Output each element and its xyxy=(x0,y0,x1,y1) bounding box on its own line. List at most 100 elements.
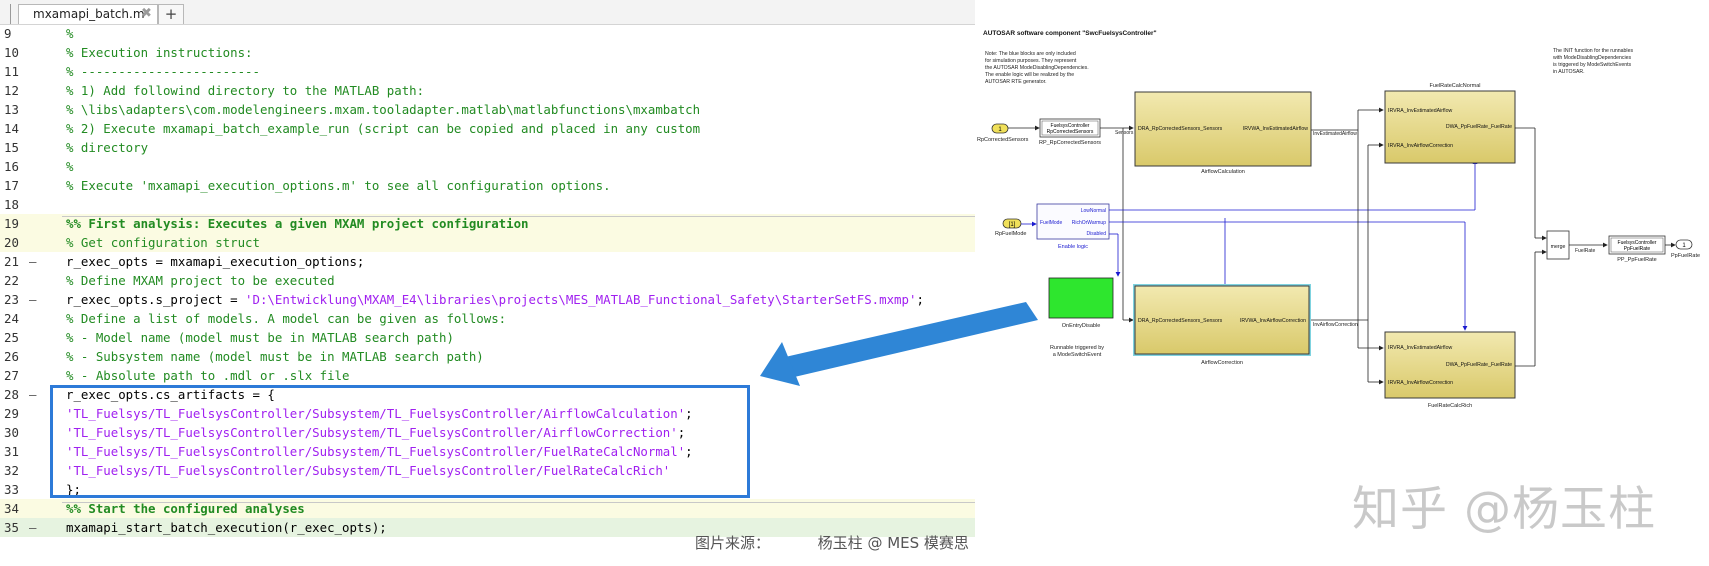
code-line[interactable]: 29 'TL_Fuelsys/TL_FuelsysController/Subsy… xyxy=(0,404,975,423)
note-left-4: The enable logic will be realized by the xyxy=(985,72,1074,78)
code-line[interactable]: 15% directory xyxy=(0,138,975,157)
tab-mxamapi-batch[interactable]: mxamapi_batch.m ✖ xyxy=(18,4,158,24)
code-text[interactable]: % - Model name (model must be in MATLAB … xyxy=(66,330,454,345)
pp-fuel-rate-block[interactable]: FuelsysController PpFuelRate PP_PpFuelRa… xyxy=(1608,235,1666,263)
code-text[interactable]: % - Absolute path to .mdl or .slx file xyxy=(66,368,350,383)
code-string: 'TL_Fuelsys/TL_FuelsysController/Subsyst… xyxy=(66,406,686,421)
frc-normal-in-2: IRVRA_InvAirflowCorrection xyxy=(1388,143,1453,149)
inport-rp-fuel-mode[interactable]: [1] RpFuelMode xyxy=(995,218,1027,237)
breakpoint-marker[interactable]: – xyxy=(29,387,37,402)
enable-logic-in: FuelMode xyxy=(1040,220,1062,226)
code-text[interactable]: r_exec_opts = mxamapi_execution_options; xyxy=(66,254,365,269)
line-number: 22 xyxy=(4,273,19,288)
add-tab-button[interactable]: + xyxy=(158,4,184,24)
breakpoint-marker[interactable]: – xyxy=(29,254,37,269)
code-text[interactable]: % Define MXAM project to be executed xyxy=(66,273,335,288)
breakpoint-marker[interactable]: – xyxy=(29,292,37,307)
note-right-4: in AUTOSAR. xyxy=(1553,69,1585,75)
code-text[interactable]: % Execute 'mxamapi_execution_options.m' … xyxy=(66,178,611,193)
simulink-model-canvas[interactable]: AUTOSAR software component "SwcFuelsysCo… xyxy=(975,0,1709,566)
code-text[interactable]: % 1) Add followind directory to the MATL… xyxy=(66,83,425,98)
airflow-correction-block[interactable]: DRA_RpCorrectedSensors_Sensors IRVWA_Inv… xyxy=(1133,284,1311,366)
fuel-rate-calc-normal-block[interactable]: FuelRateCalcNormal IRVRA_InvEstimatedAir… xyxy=(1384,83,1516,164)
arrow-head xyxy=(760,342,800,386)
airflow-corr-label: AirflowCorrection xyxy=(1201,360,1243,366)
code-text[interactable]: % Get configuration struct xyxy=(66,235,260,250)
highlight-box xyxy=(50,385,750,498)
code-line[interactable]: 19%% First analysis: Executes a given MX… xyxy=(0,214,975,233)
code-line[interactable]: 10% Execution instructions: xyxy=(0,43,975,62)
code-text[interactable]: % xyxy=(66,26,74,41)
code-text[interactable]: 'TL_Fuelsys/TL_FuelsysController/Subsyst… xyxy=(66,423,685,442)
line-number: 11 xyxy=(4,64,19,79)
signal-inv-estimated-airflow: InvEstimatedAirflow xyxy=(1313,131,1357,137)
code-line[interactable]: 33}; xyxy=(0,480,975,499)
code-line[interactable]: 9% xyxy=(0,24,975,43)
code-line[interactable]: 13% \libs\adapters\com.modelengineers.mx… xyxy=(0,100,975,119)
code-area[interactable]: 9%10% Execution instructions:11% -------… xyxy=(0,24,975,537)
code-line[interactable]: 26% - Subsystem name (model must be in M… xyxy=(0,347,975,366)
pp-block-label: PP_PpFuelRate xyxy=(1617,257,1656,263)
code-line[interactable]: 28–r_exec_opts.cs_artifacts = { xyxy=(0,385,975,404)
code-line[interactable]: 18 xyxy=(0,195,975,214)
inport-label: RpCorrectedSensors xyxy=(977,137,1029,143)
airflow-calculation-block[interactable]: DRA_RpCorrectedSensors_Sensors IRVWA_Inv… xyxy=(1134,91,1312,175)
section-divider xyxy=(62,216,975,217)
enable-logic-out-2: RichOrWarmup xyxy=(1072,220,1106,226)
code-text[interactable]: % directory xyxy=(66,140,149,155)
line-number: 9 xyxy=(4,26,12,41)
code-token: ; xyxy=(916,292,924,307)
rp-corrected-sensors-block[interactable]: FuelsysController RpCorrectedSensors RP_… xyxy=(1039,118,1101,146)
code-line[interactable]: 25% - Model name (model must be in MATLA… xyxy=(0,328,975,347)
code-line[interactable]: 32'TL_Fuelsys/TL_FuelsysController/Subsy… xyxy=(0,461,975,480)
signal-inv-airflow-correction: InvAirflowCorrection xyxy=(1313,322,1358,328)
code-text[interactable]: % \libs\adapters\com.modelengineers.mxam… xyxy=(66,102,701,117)
code-editor[interactable]: mxamapi_batch.m ✖ + 9%10% Execution inst… xyxy=(0,0,1038,544)
close-icon[interactable]: ✖ xyxy=(141,6,152,21)
code-line[interactable]: 30'TL_Fuelsys/TL_FuelsysController/Subsy… xyxy=(0,423,975,442)
code-text[interactable]: mxamapi_start_batch_execution(r_exec_opt… xyxy=(66,520,387,535)
frc-normal-in-1: IRVRA_InvEstimatedAirflow xyxy=(1388,108,1452,114)
merge-block[interactable]: merge xyxy=(1546,230,1570,260)
line-number: 34 xyxy=(4,501,19,516)
code-text[interactable]: %% First analysis: Executes a given MXAM… xyxy=(66,216,529,231)
line-number: 21 xyxy=(4,254,19,269)
code-text[interactable]: }; xyxy=(66,482,81,497)
enable-logic-out-3: Disabled xyxy=(1087,231,1107,237)
enable-logic-block[interactable]: FuelMode LowNormal RichOrWarmup Disabled… xyxy=(1036,203,1110,250)
code-line[interactable]: 14% 2) Execute mxamapi_batch_example_run… xyxy=(0,119,975,138)
code-text[interactable]: r_exec_opts.s_project = 'D:\Entwicklung\… xyxy=(66,290,924,309)
code-text[interactable]: 'TL_Fuelsys/TL_FuelsysController/Subsyst… xyxy=(66,442,693,461)
code-text[interactable]: % 2) Execute mxamapi_batch_example_run (… xyxy=(66,121,701,136)
code-line[interactable]: 31'TL_Fuelsys/TL_FuelsysController/Subsy… xyxy=(0,442,975,461)
airflow-calc-in: DRA_RpCorrectedSensors_Sensors xyxy=(1138,126,1223,132)
code-text[interactable]: %% Start the configured analyses xyxy=(66,501,305,516)
code-line[interactable]: 35–mxamapi_start_batch_execution(r_exec_… xyxy=(0,518,975,537)
code-line[interactable]: 17% Execute 'mxamapi_execution_options.m… xyxy=(0,176,975,195)
outport-number: 1 xyxy=(1682,243,1686,249)
code-line[interactable]: 23–r_exec_opts.s_project = 'D:\Entwicklu… xyxy=(0,290,975,309)
code-text[interactable]: % Define a list of models. A model can b… xyxy=(66,311,507,326)
breakpoint-marker[interactable]: – xyxy=(29,520,37,535)
code-text[interactable]: 'TL_Fuelsys/TL_FuelsysController/Subsyst… xyxy=(66,461,670,480)
line-number: 29 xyxy=(4,406,19,421)
inport-rp-corrected-sensors[interactable]: 1 RpCorrectedSensors xyxy=(977,123,1029,143)
fuel-rate-calc-rich-block[interactable]: IRVRA_InvEstimatedAirflow IRVRA_InvAirfl… xyxy=(1384,331,1516,409)
code-line[interactable]: 24% Define a list of models. A model can… xyxy=(0,309,975,328)
code-line[interactable]: 16% xyxy=(0,157,975,176)
code-line[interactable]: 27% - Absolute path to .mdl or .slx file xyxy=(0,366,975,385)
code-line[interactable]: 11 % ------------------------ xyxy=(0,62,975,81)
code-text[interactable]: % xyxy=(66,159,74,174)
code-text[interactable]: 'TL_Fuelsys/TL_FuelsysController/Subsyst… xyxy=(66,404,693,423)
code-line[interactable]: 34 %% Start the configured analyses xyxy=(0,499,975,518)
code-text[interactable]: % Execution instructions: xyxy=(66,45,253,60)
outport-pp-fuel-rate[interactable]: 1 PpFuelRate xyxy=(1671,239,1700,259)
code-line[interactable]: 22 % Define MXAM project to be executed xyxy=(0,271,975,290)
on-entry-disable-block[interactable]: OnEntryDisable xyxy=(1048,277,1114,329)
code-line[interactable]: 21– r_exec_opts = mxamapi_execution_optio… xyxy=(0,252,975,271)
code-line[interactable]: 20% Get configuration struct xyxy=(0,233,975,252)
code-text[interactable]: % - Subsystem name (model must be in MAT… xyxy=(66,349,484,364)
code-text[interactable]: % ------------------------ xyxy=(66,64,260,79)
code-line[interactable]: 12% 1) Add followind directory to the MA… xyxy=(0,81,975,100)
code-text[interactable]: r_exec_opts.cs_artifacts = { xyxy=(66,387,275,402)
